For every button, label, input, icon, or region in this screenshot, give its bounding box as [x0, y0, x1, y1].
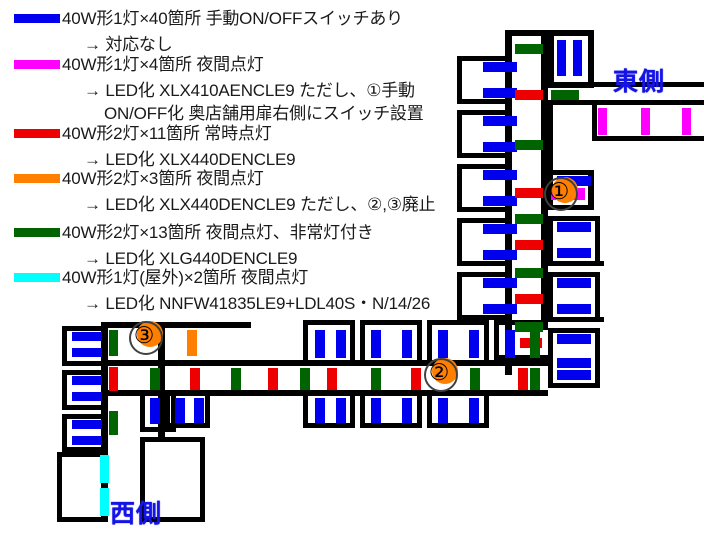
legend-swatch-green [14, 228, 60, 237]
legend-swatch-red [14, 129, 60, 138]
legend-label-orange: 40W形2灯×3箇所 夜間点灯 [62, 169, 264, 188]
legend-item-red: 40W形2灯×11箇所 常時点灯 [0, 123, 470, 149]
legend-swatch-magenta [14, 60, 60, 69]
legend-item-magenta: 40W形1灯×4箇所 夜間点灯 [0, 54, 470, 80]
legend-label-blue: 40W形1灯×40箇所 手動ON/OFFスイッチあり [62, 9, 403, 28]
legend-label-cyan: 40W形1灯(屋外)×2箇所 夜間点灯 [62, 268, 309, 287]
legend-swatch-blue [14, 14, 60, 23]
marker-3[interactable]: ③ [129, 321, 163, 355]
east-side-label: 東側 [613, 68, 666, 96]
legend-item-blue: 40W形1灯×40箇所 手動ON/OFFスイッチあり [0, 8, 470, 34]
legend: 40W形1灯×40箇所 手動ON/OFFスイッチあり → 対応なし 40W形1灯… [0, 0, 470, 313]
fixtures-red [109, 90, 543, 391]
marker-2-label: ② [428, 360, 450, 385]
legend-item-cyan: 40W形1灯(屋外)×2箇所 夜間点灯 [0, 267, 470, 293]
fixtures-orange [187, 330, 197, 356]
legend-sub-blue-1: → 対応なし [84, 35, 173, 54]
marker-3-ring [129, 321, 163, 355]
marker-1-label: ① [548, 179, 570, 204]
fixtures-green [109, 44, 579, 435]
legend-sub-red-1: → LED化 XLX440DENCLE9 [84, 150, 296, 169]
marker-1[interactable]: ① [544, 177, 578, 211]
marker-3-label: ③ [133, 323, 155, 348]
legend-label-red: 40W形2灯×11箇所 常時点灯 [62, 124, 272, 143]
legend-item-orange: 40W形2灯×3箇所 夜間点灯 [0, 168, 470, 194]
marker-1-ring [544, 177, 578, 211]
legend-swatch-orange [14, 174, 60, 183]
legend-sub-magenta-1: → LED化 XLX410AENCLE9 ただし、①手動 [84, 81, 415, 100]
fixtures-cyan [100, 455, 109, 516]
marker-2[interactable]: ② [424, 358, 458, 392]
west-side-label: 西側 [110, 500, 163, 528]
plan-walls [57, 30, 704, 522]
legend-item-green: 40W形2灯×13箇所 夜間点灯、非常灯付き [0, 222, 470, 248]
legend-label-green: 40W形2灯×13箇所 夜間点灯、非常灯付き [62, 223, 374, 242]
legend-sub-orange-1: → LED化 XLX440DENCLE9 ただし、②,③廃止 [84, 195, 436, 214]
legend-sub-magenta-2: ON/OFF化 奥店舗用扉右側にスイッチ設置 [104, 104, 424, 123]
legend-label-magenta: 40W形1灯×4箇所 夜間点灯 [62, 55, 264, 74]
legend-sub-green-1: → LED化 XLG440DENCLE9 [84, 249, 298, 268]
marker-2-ring [424, 358, 458, 392]
legend-swatch-cyan [14, 273, 60, 282]
legend-sub-cyan-1: → LED化 NNFW41835LE9+LDL40S・N/14/26 [84, 294, 431, 313]
